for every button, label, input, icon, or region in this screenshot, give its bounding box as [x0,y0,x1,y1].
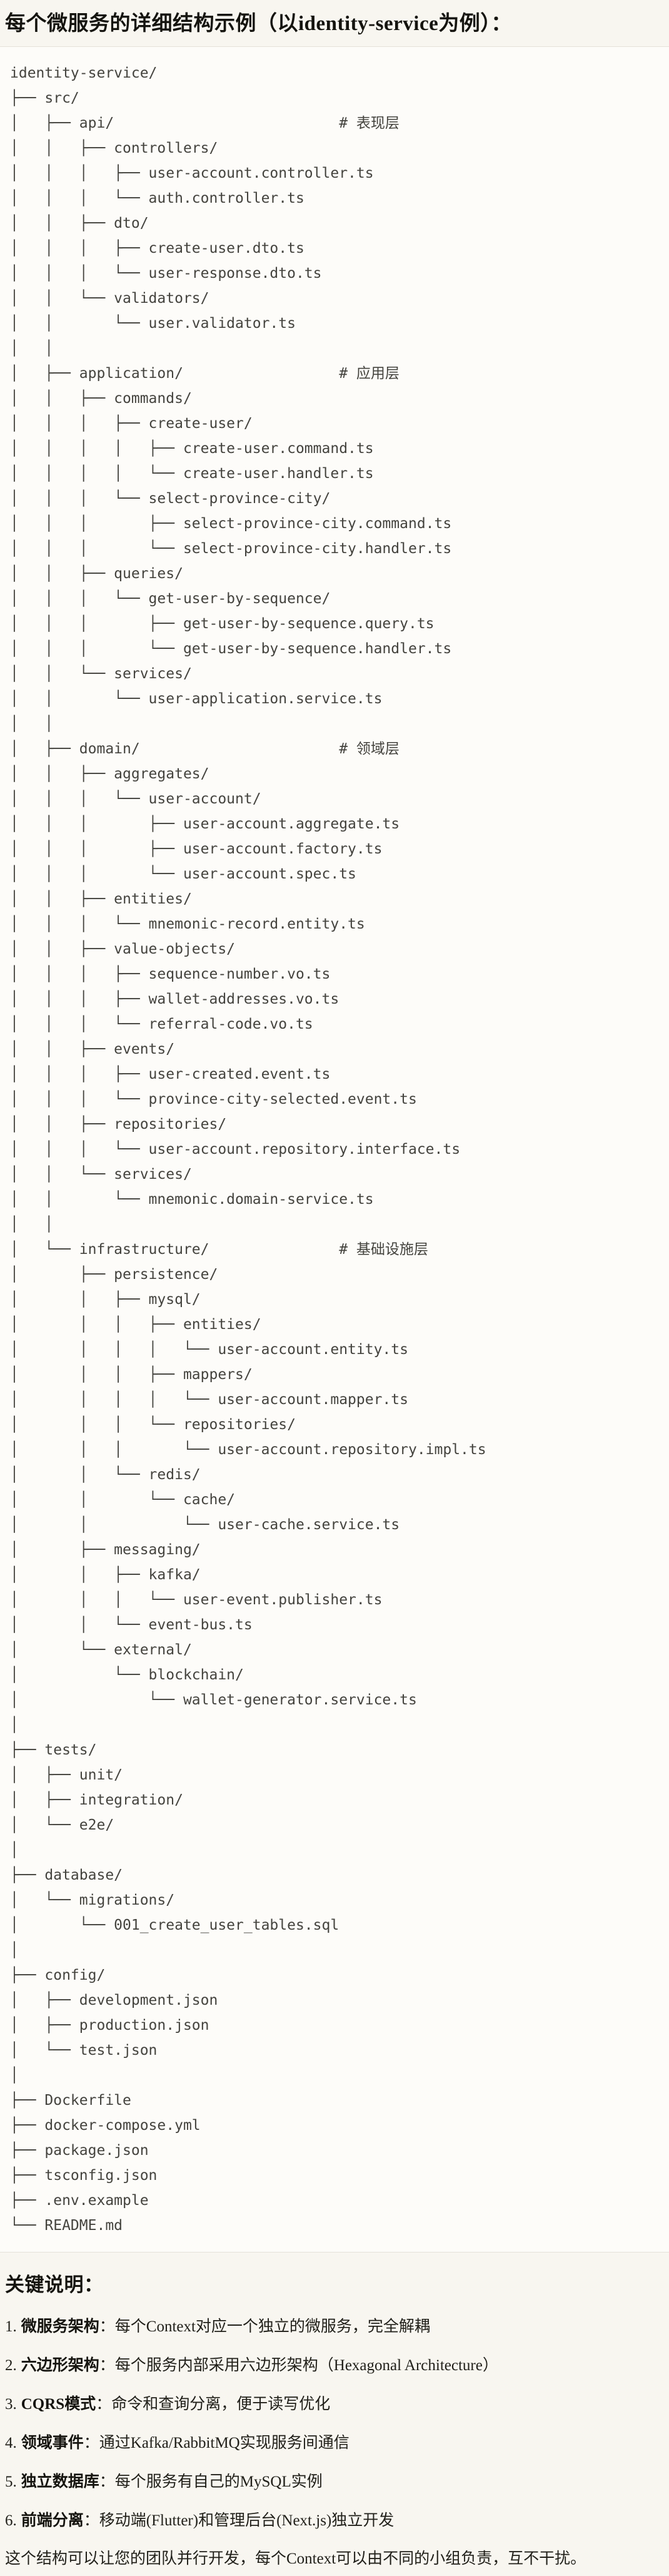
list-item-term: 六边形架构 [21,2356,99,2374]
notes-section: 关键说明： 1.微服务架构：每个Context对应一个独立的微服务，完全解耦 2… [0,2271,669,2569]
list-item-desc: ：命令和查询分离，便于读写优化 [96,2395,331,2413]
list-item-desc: ：每个服务有自己的MySQL实例 [99,2473,323,2490]
list-item-term: 独立数据库 [21,2473,99,2490]
list-item: 5.独立数据库：每个服务有自己的MySQL实例 [5,2472,664,2492]
list-item-term: 微服务架构 [21,2318,99,2335]
list-item: 4.领域事件：通过Kafka/RabbitMQ实现服务间通信 [5,2433,664,2453]
page-title: 每个微服务的详细结构示例（以identity-service为例）： [5,13,512,35]
list-item-desc: ：通过Kafka/RabbitMQ实现服务间通信 [83,2434,350,2451]
list-item-desc: ：移动端(Flutter)和管理后台(Next.js)独立开发 [83,2512,395,2529]
list-item-number: 3. [5,2395,17,2413]
list-item-number: 1. [5,2318,17,2335]
code-block: identity-service/ ├── src/ │ ├── api/ # … [0,46,669,2253]
list-item-number: 4. [5,2434,17,2451]
list-item-number: 2. [5,2356,17,2374]
list-item-term: 领域事件 [21,2434,84,2451]
notes-heading: 关键说明： [5,2273,104,2296]
list-item: 1.微服务架构：每个Context对应一个独立的微服务，完全解耦 [5,2316,664,2337]
notes-list: 1.微服务架构：每个Context对应一个独立的微服务，完全解耦 2.六边形架构… [5,2316,664,2531]
list-item-term: 前端分离 [21,2512,84,2529]
list-item: 2.六边形架构：每个服务内部采用六边形架构（Hexagonal Architec… [5,2355,664,2376]
list-item: 6.前端分离：移动端(Flutter)和管理后台(Next.js)独立开发 [5,2510,664,2531]
list-item-term: CQRS模式 [21,2395,96,2413]
list-item-desc: ：每个服务内部采用六边形架构（Hexagonal Architecture） [99,2356,498,2374]
list-item: 3.CQRS模式：命令和查询分离，便于读写优化 [5,2394,664,2415]
directory-tree-text: identity-service/ ├── src/ │ ├── api/ # … [10,64,486,2234]
list-item-desc: ：每个Context对应一个独立的微服务，完全解耦 [99,2318,430,2335]
list-item-number: 5. [5,2473,17,2490]
closing-paragraph: 这个结构可以让您的团队并行开发，每个Context可以由不同的小组负责，互不干扰… [5,2550,586,2567]
list-item-number: 6. [5,2512,17,2529]
